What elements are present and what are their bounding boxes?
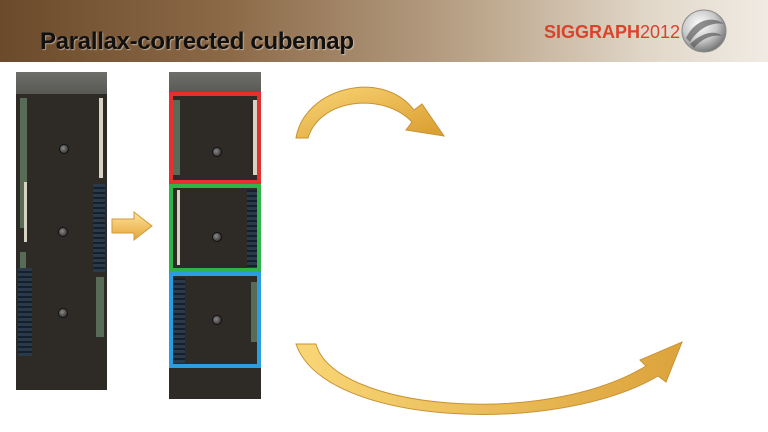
slide-header: Parallax-corrected cubemap SIGGRAPH2012 <box>0 0 768 62</box>
wall-light <box>177 190 180 265</box>
slide-title: Parallax-corrected cubemap <box>40 28 354 55</box>
logo-name: SIGGRAPH <box>544 22 641 42</box>
probe-marker <box>59 144 69 154</box>
probe-marker <box>58 227 68 237</box>
scene-topdown-original <box>16 72 107 390</box>
wall-panel <box>96 277 104 337</box>
wall-panel <box>20 98 27 228</box>
probe-marker <box>212 147 222 157</box>
shelf-rack <box>93 184 105 272</box>
green-region-frame <box>169 184 261 272</box>
red-region-frame <box>169 92 261 184</box>
logo-wordmark: SIGGRAPH2012 <box>544 22 680 43</box>
siggraph-emblem-icon <box>681 9 727 53</box>
wall-light <box>24 182 27 242</box>
curved-arrow-top-icon <box>295 86 446 139</box>
wall-panel <box>251 282 259 342</box>
wall-light <box>99 98 103 178</box>
shelf-rack <box>247 190 259 270</box>
shelf-rack <box>18 268 32 356</box>
probe-marker <box>212 232 222 242</box>
probe-marker <box>58 308 68 318</box>
scene-top-wall <box>169 72 261 94</box>
wall-panel <box>173 100 180 175</box>
curved-arrow-bottom-icon <box>295 341 683 415</box>
shelf-rack <box>172 278 185 363</box>
siggraph-logo: SIGGRAPH2012 <box>544 8 756 54</box>
scene-topdown-segmented <box>169 72 261 399</box>
blue-region-frame <box>169 272 261 368</box>
right-arrow-icon <box>111 210 153 242</box>
scene-top-wall <box>16 72 107 94</box>
wall-light <box>253 100 257 175</box>
logo-year: 2012 <box>640 22 681 42</box>
probe-marker <box>212 315 222 325</box>
